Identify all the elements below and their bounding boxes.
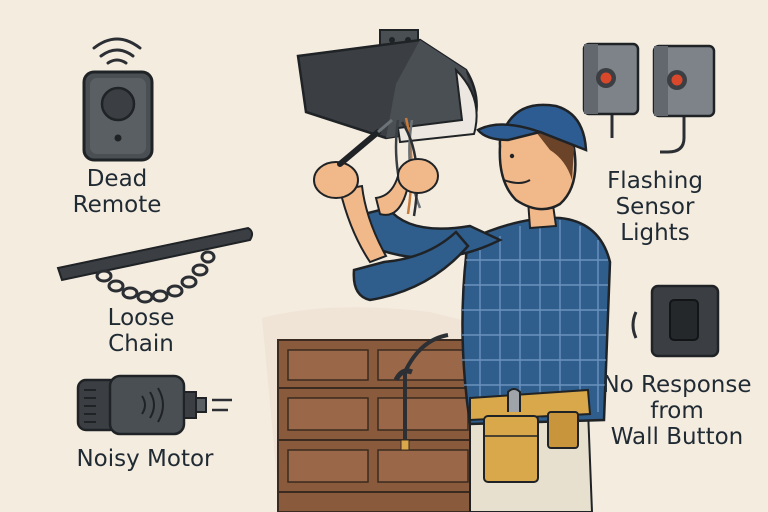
- label-wall-button: No Response from Wall Button: [592, 372, 762, 450]
- label-line: Chain: [108, 331, 174, 357]
- label-line: Lights: [620, 220, 690, 246]
- sensor-icon: [582, 42, 716, 154]
- label-line: Loose: [107, 305, 175, 331]
- garage-door: [262, 307, 479, 512]
- label-flashing-sensor: Flashing Sensor Lights: [590, 168, 720, 246]
- label-line: Flashing: [607, 168, 703, 194]
- label-line: Sensor: [615, 194, 695, 220]
- motor-icon: [76, 374, 232, 436]
- label-loose-chain: Loose Chain: [86, 305, 196, 357]
- label-line: from: [650, 398, 704, 424]
- label-line: Noisy Motor: [76, 446, 214, 472]
- label-noisy-motor: Noisy Motor: [60, 446, 230, 472]
- label-line: No Response: [602, 372, 752, 398]
- chain-rail-icon: [56, 226, 254, 304]
- wifi-icon: [92, 37, 142, 65]
- technician-figure: [313, 103, 612, 512]
- remote-icon: [82, 37, 154, 162]
- label-line: Dead: [86, 166, 148, 192]
- label-line: Remote: [72, 192, 162, 218]
- label-line: Wall Button: [610, 424, 744, 450]
- label-dead-remote: Dead Remote: [62, 166, 172, 218]
- wall-button-icon: [631, 284, 720, 358]
